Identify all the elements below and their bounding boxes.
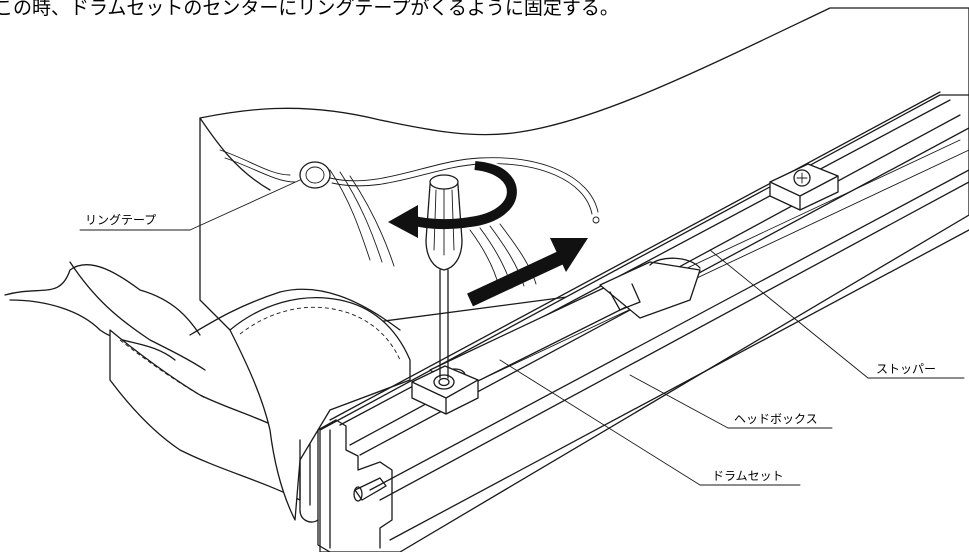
label-drum-set: ドラムセット xyxy=(499,359,801,486)
label-drum-set-text: ドラムセット xyxy=(712,469,784,483)
label-head-box-text: ヘッドボックス xyxy=(734,412,818,426)
rotation-arrow-icon xyxy=(388,159,521,238)
label-ring-tape: リングテープ xyxy=(79,179,301,231)
curtain-fabric xyxy=(4,7,969,521)
label-stopper: ストッパー xyxy=(709,249,965,379)
direction-arrow-icon xyxy=(467,238,588,307)
drum-set xyxy=(429,257,701,391)
fixing-plate xyxy=(411,365,479,415)
label-head-box: ヘッドボックス xyxy=(629,374,833,429)
label-ring-tape-text: リングテープ xyxy=(85,213,156,227)
instruction-caption: この時、ドラムセットのセンターにリングテープがくるように固定する。 xyxy=(0,0,619,19)
stopper xyxy=(769,163,839,211)
label-stopper-text: ストッパー xyxy=(876,362,936,376)
